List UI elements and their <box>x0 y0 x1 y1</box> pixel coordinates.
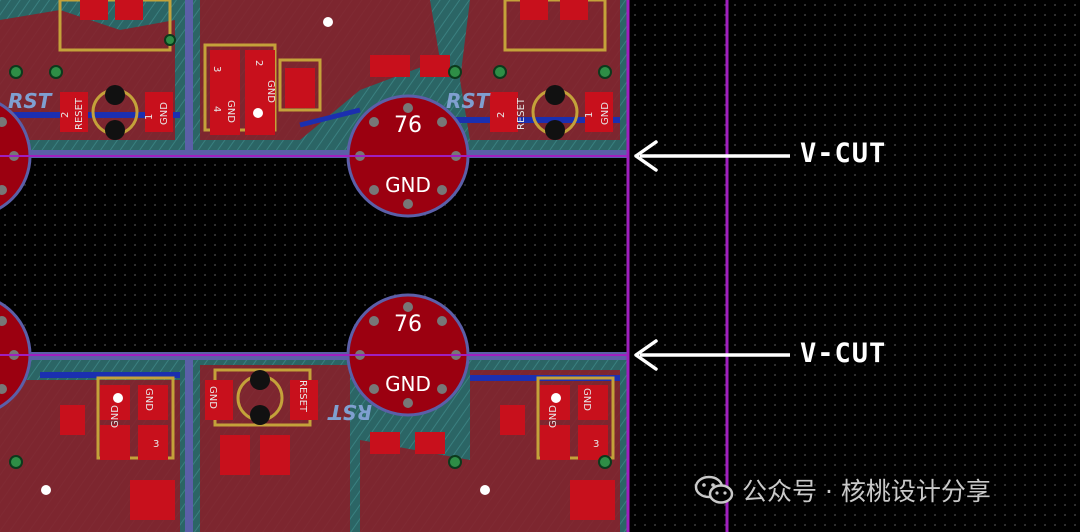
pin-label: 4 <box>211 106 222 112</box>
pin-label: 1 <box>584 112 595 118</box>
gnd-label: GND <box>600 102 611 125</box>
v-cut-arrow-bottom <box>634 339 790 371</box>
watermark: 公众号 · 核桃设计分享 <box>694 472 991 508</box>
hole-number: 76 <box>394 312 422 337</box>
v-cut-arrow-top <box>634 140 790 172</box>
gnd-label: GND <box>143 388 154 411</box>
pin-label: 3 <box>593 439 599 450</box>
v-cut-label-bottom: V-CUT <box>800 338 887 369</box>
top-board-row: RST RST RESET RESET GND GND GND GND 1 2 … <box>0 0 628 158</box>
gnd-label: GND <box>225 100 236 123</box>
pin-label: 3 <box>211 66 222 72</box>
gnd-label: GND <box>159 102 170 125</box>
svg-text:RESET: RESET <box>74 97 85 130</box>
reset-label: RESET <box>74 97 85 130</box>
hole-number: 76 <box>394 113 422 138</box>
v-cut-label-top: V-CUT <box>800 138 887 169</box>
board-outline[interactable] <box>0 0 729 532</box>
hole-net-label: GND <box>385 173 431 197</box>
gnd-label: GND <box>265 80 276 103</box>
hole-net-label: GND <box>385 372 431 396</box>
bottom-board-row: RST RESET GND GND GND GND GND 3 3 <box>0 352 628 532</box>
rst-label: RST <box>8 89 53 113</box>
pin-label: 3 <box>153 439 159 450</box>
gnd-label: GND <box>110 405 121 428</box>
pin-label: 2 <box>496 112 507 118</box>
watermark-text: 公众号 · 核桃设计分享 <box>742 477 991 506</box>
gnd-label: GND <box>581 388 592 411</box>
gnd-label: GND <box>207 386 218 409</box>
pin-label: 2 <box>60 112 71 118</box>
reset-label: RESET <box>297 380 308 413</box>
pin-label: 1 <box>144 114 155 120</box>
reset-label: RESET <box>516 97 527 130</box>
svg-text:RESET: RESET <box>516 97 527 130</box>
pin-label: 2 <box>253 60 264 66</box>
rst-label: RST <box>327 400 372 424</box>
wechat-icon <box>694 475 734 504</box>
gnd-label: GND <box>548 405 559 428</box>
rst-label: RST <box>446 89 491 113</box>
